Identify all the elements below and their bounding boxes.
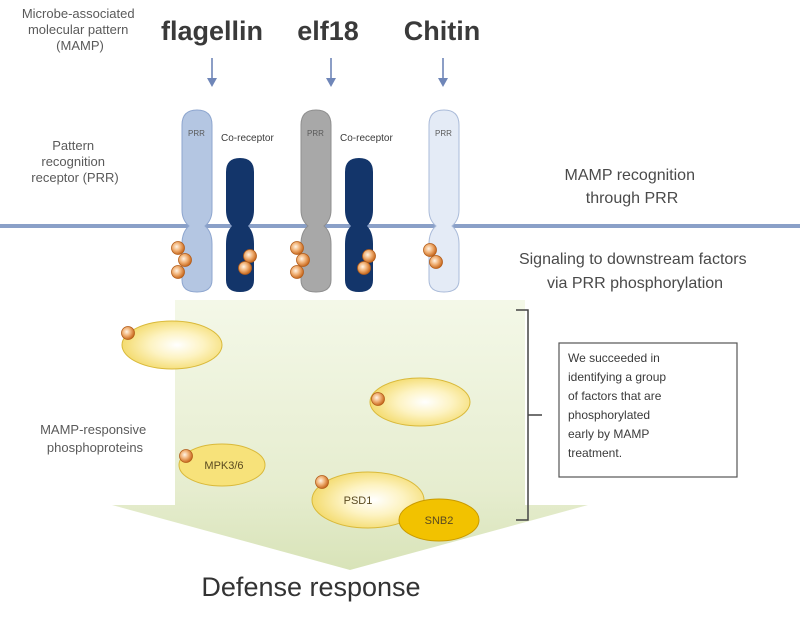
phospho-dot	[171, 241, 185, 255]
ligand-elf18: elf18	[297, 16, 359, 46]
defense-arrow	[112, 300, 588, 570]
protein-label-mpk36: MPK3/6	[204, 460, 243, 472]
mamp-label: Microbe-associated molecular pattern (MA…	[22, 6, 138, 53]
protein-label-snb2: SNB2	[425, 515, 454, 527]
phosphoproteins-label: MAMP-responsive phosphoproteins	[40, 422, 150, 455]
phospho-dot	[371, 392, 385, 406]
protein-oval-1	[121, 320, 223, 370]
phospho-dot	[290, 241, 304, 255]
prr-tag-elf18: PRR	[307, 129, 324, 138]
result-box	[558, 342, 738, 478]
phosphoprotein-bracket	[516, 309, 542, 521]
prr-label: Pattern recognition receptor (PRR)	[31, 138, 118, 185]
coreceptor-label-2: Co-receptor	[340, 133, 393, 144]
ligand-arrows	[207, 58, 448, 87]
coreceptor-label-1: Co-receptor	[221, 133, 274, 144]
result-box-text: We succeeded in identifying a group of f…	[568, 351, 669, 460]
plasma-membrane	[0, 224, 800, 228]
phospho-dot	[178, 253, 192, 267]
phospho-dot	[315, 475, 329, 489]
phospho-dot	[362, 249, 376, 263]
phospho-dot	[238, 261, 252, 275]
ligand-chitin: Chitin	[404, 16, 480, 46]
phospho-dot	[429, 255, 443, 269]
phospho-dot	[171, 265, 185, 279]
protein-mpk36	[178, 443, 266, 487]
receptor-phospho-dots	[171, 241, 443, 279]
protein-oval-2	[369, 377, 471, 427]
protein-label-psd1: PSD1	[344, 495, 373, 507]
prr-tag-chitin: PRR	[435, 129, 452, 138]
phospho-dot	[296, 253, 310, 267]
phospho-dot	[121, 326, 135, 340]
prr-flagellin	[181, 109, 213, 293]
prr-tag-flagellin: PRR	[188, 129, 205, 138]
phospho-dot	[179, 449, 193, 463]
phospho-dot	[423, 243, 437, 257]
phospho-dot	[357, 261, 371, 275]
signaling-text: Signaling to downstream factors via PRR …	[519, 251, 751, 292]
prr-elf18	[300, 109, 332, 293]
ligand-flagellin: flagellin	[161, 16, 263, 46]
mamp-recognition-text: MAMP recognition through PRR	[565, 167, 700, 207]
phospho-dot	[290, 265, 304, 279]
protein-snb2	[398, 498, 480, 542]
prr-chitin	[428, 109, 460, 293]
phospho-dot	[243, 249, 257, 263]
defense-response-text: Defense response	[201, 572, 420, 602]
